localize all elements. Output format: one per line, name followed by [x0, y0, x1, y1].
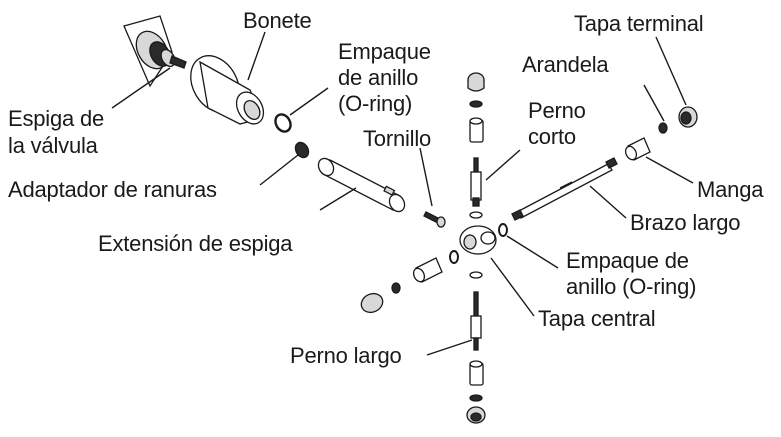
end-cap-part	[678, 106, 698, 128]
bonnet-part	[190, 55, 265, 125]
left-chain-parts	[360, 250, 459, 314]
label-empaque-top-3: (O-ring)	[338, 91, 413, 116]
label-perno-corto-1: Perno	[528, 98, 586, 123]
label-tapa-terminal: Tapa terminal	[574, 11, 704, 36]
label-espiga-valvula-2: la válvula	[8, 133, 98, 158]
label-empaque-right-1: Empaque de	[566, 248, 689, 273]
valve-stem-part	[123, 15, 187, 88]
label-espiga-valvula-1: Espiga de	[8, 106, 105, 131]
o-ring-top-part	[274, 113, 292, 133]
slotted-adapter-part	[294, 141, 310, 159]
top-column-parts	[467, 72, 485, 219]
o-ring-right-part	[498, 223, 508, 237]
stem-extension-part	[317, 157, 406, 213]
leader-lines	[111, 31, 694, 356]
label-extension: Extensión de espiga	[98, 231, 293, 256]
label-empaque-top-1: Empaque	[338, 39, 431, 64]
label-perno-corto-2: corto	[528, 124, 576, 149]
washer-part	[658, 122, 668, 134]
label-perno-largo: Perno largo	[290, 343, 402, 368]
bottom-column-parts	[466, 271, 486, 424]
label-manga: Manga	[697, 177, 764, 202]
label-empaque-right-2: anillo (O-ring)	[566, 274, 697, 299]
center-cap-part	[459, 225, 497, 255]
label-bonete: Bonete	[243, 8, 312, 33]
label-brazo-largo: Brazo largo	[630, 210, 741, 235]
long-arm-part	[511, 157, 618, 221]
label-tapa-central: Tapa central	[538, 306, 656, 331]
label-adaptador: Adaptador de ranuras	[8, 177, 217, 202]
label-tornillo: Tornillo	[363, 126, 432, 151]
sleeve-part	[624, 137, 651, 161]
label-empaque-top-2: de anillo	[338, 65, 419, 90]
label-arandela: Arandela	[522, 52, 609, 77]
screw-part	[423, 211, 446, 228]
